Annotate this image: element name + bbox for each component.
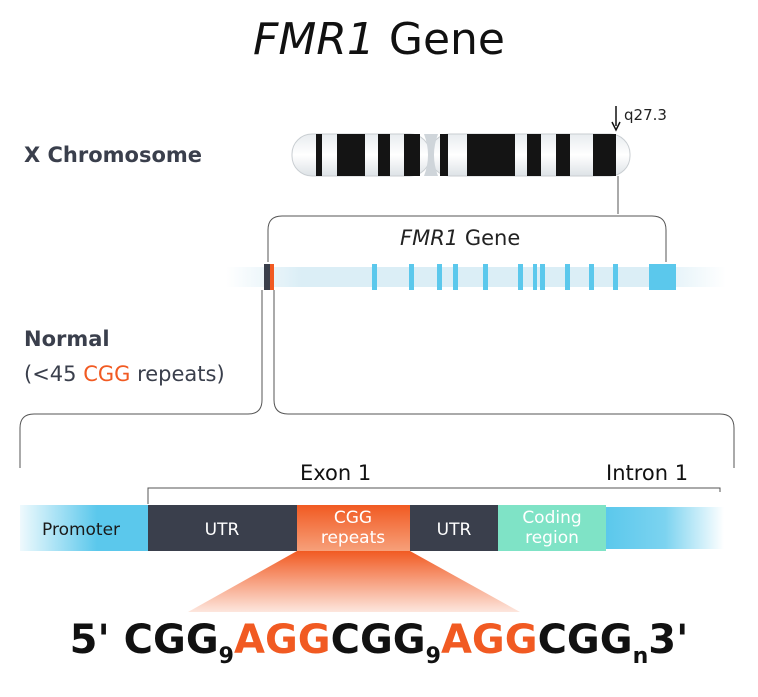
zoom-line-left [19, 290, 263, 468]
fmr1-gene-track [226, 264, 726, 290]
repeat-sequence: 5' CGG9AGGCGG9AGGCGGn3' [69, 617, 689, 669]
centromere [424, 134, 438, 176]
normal-label: Normal [24, 327, 110, 351]
exon1-label: Exon 1 [300, 461, 372, 485]
band [337, 134, 365, 176]
exon [437, 264, 442, 290]
exon [483, 264, 488, 290]
x-chromosome [291, 133, 631, 177]
exon [518, 264, 523, 290]
exon [453, 264, 458, 290]
gene-bracket [267, 215, 667, 262]
exon [372, 264, 377, 290]
band [593, 134, 616, 176]
exon [533, 264, 537, 290]
utr-label-1: UTR [204, 520, 240, 540]
band [527, 134, 541, 176]
exon [565, 264, 570, 290]
intron1-label: Intron 1 [606, 461, 689, 485]
intron-segment [606, 507, 724, 549]
band-label: q27.3 [624, 106, 667, 124]
exon1-bracket [147, 487, 721, 504]
exon-1-cgg-marker [270, 264, 274, 290]
utr-segment-2 [410, 505, 498, 551]
band [316, 134, 322, 176]
x-chromosome-label: X Chromosome [24, 143, 203, 167]
exon-1-marker [264, 264, 270, 290]
band-marker-arrow [611, 106, 621, 132]
exon [540, 264, 545, 290]
coding-region-segment [498, 505, 606, 551]
cgg-repeats-segment [297, 505, 410, 551]
last-exon [649, 264, 676, 290]
exon1-detail-bar [20, 505, 724, 551]
utr-label-2: UTR [436, 520, 472, 540]
band [467, 134, 515, 176]
gene-backbone [226, 267, 726, 287]
band [440, 134, 448, 176]
band [378, 134, 390, 176]
page-title: FMR1 Gene [253, 14, 505, 65]
gene-label: FMR1 Gene [400, 226, 521, 250]
zoom-line-right [273, 290, 735, 468]
exon [613, 264, 618, 290]
cgg-expansion-fan [188, 551, 520, 612]
band [404, 134, 420, 176]
utr-segment-1 [148, 505, 297, 551]
repeats-threshold-label: (<45 CGG repeats) [24, 362, 225, 386]
exon [589, 264, 594, 290]
band [556, 134, 570, 176]
exon [409, 264, 414, 290]
promoter-label: Promoter [42, 520, 121, 540]
promoter-segment [20, 505, 148, 551]
